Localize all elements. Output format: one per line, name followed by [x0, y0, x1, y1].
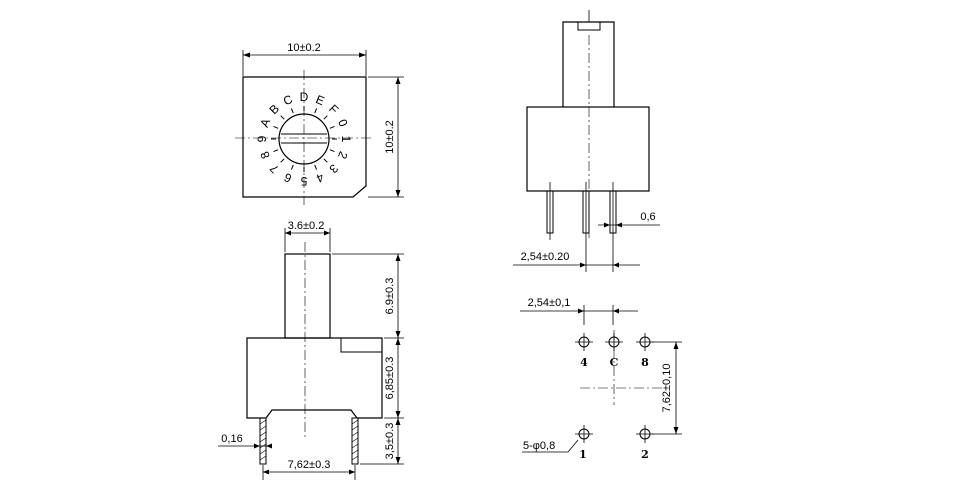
lead-thickness-label: 0,16	[221, 433, 242, 445]
shaft	[284, 253, 331, 339]
dial-label: 2	[335, 149, 351, 161]
front-view: 3.6±0.2 6.9±0.3 6,85±0.3 3,5±0.3 0,16 7,…	[218, 220, 404, 480]
dial-tick	[280, 158, 285, 163]
side-pins	[546, 182, 617, 240]
dial-label: 6	[282, 170, 294, 186]
top-view-body	[242, 76, 367, 198]
side-shaft	[562, 21, 615, 107]
shaft-width-label: 3.6±0.2	[288, 220, 325, 232]
dial-tick	[273, 149, 279, 153]
dial-tick	[314, 108, 318, 114]
shaft-height-label: 6.9±0.3	[384, 278, 396, 315]
dial-label: F	[326, 102, 341, 117]
dial-tick	[290, 164, 294, 170]
dial-tick	[290, 108, 294, 114]
dial-label: C	[281, 92, 295, 108]
footprint-view: 2,54±0,1 7,62±0,10 5-φ0,8 4 C 8 1 2	[520, 297, 682, 461]
front-body	[246, 337, 383, 419]
hole-label: 5-φ0,8	[523, 440, 555, 452]
dial-label: 4	[314, 170, 326, 186]
rotor-circle	[278, 113, 330, 165]
dial-ticks	[271, 106, 337, 172]
body-height-label: 6,85±0.3	[384, 357, 396, 400]
row-spacing-label: 7,62±0,10	[661, 364, 673, 413]
dial-tick	[329, 125, 335, 129]
lead-span-label: 7,62±0.3	[288, 459, 331, 471]
side-body	[526, 106, 650, 192]
dial-label: 3	[326, 161, 341, 176]
dial-label: D	[300, 90, 309, 104]
top-width-label: 10±0.2	[287, 42, 321, 54]
dial-label: B	[267, 102, 283, 118]
pin-label-8: 8	[641, 356, 649, 369]
pin-label-1: 1	[579, 448, 587, 461]
dial-label: 1	[339, 136, 353, 143]
dial-label: 7	[267, 161, 282, 176]
pin-label-c: C	[610, 356, 619, 369]
dial-label: 8	[257, 149, 273, 161]
pin-width-label: 0,6	[640, 211, 655, 223]
lead-left	[259, 417, 267, 465]
dial-tick	[273, 125, 279, 129]
dial-tick	[314, 164, 318, 170]
dial-label: E	[314, 92, 327, 108]
dial-label: A	[257, 117, 273, 130]
dial-tick	[280, 115, 285, 120]
side-view: 0,6 2,54±0.20	[513, 10, 660, 272]
dial-tick	[323, 115, 328, 120]
lead-right	[351, 417, 359, 465]
dial-label: 5	[300, 174, 307, 188]
top-height-label: 10±0.2	[384, 120, 396, 154]
dial-label: 9	[255, 135, 269, 142]
pin-label-4: 4	[580, 356, 588, 369]
lead-length-label: 3,5±0.3	[384, 423, 396, 460]
dial-label: 0	[335, 117, 351, 129]
pin-label-2: 2	[641, 448, 649, 461]
pin-pitch-label: 2,54±0.20	[521, 251, 570, 263]
dial-tick	[323, 158, 328, 163]
footprint-pitch-label: 2,54±0,1	[528, 297, 571, 309]
dial-tick	[329, 149, 335, 153]
